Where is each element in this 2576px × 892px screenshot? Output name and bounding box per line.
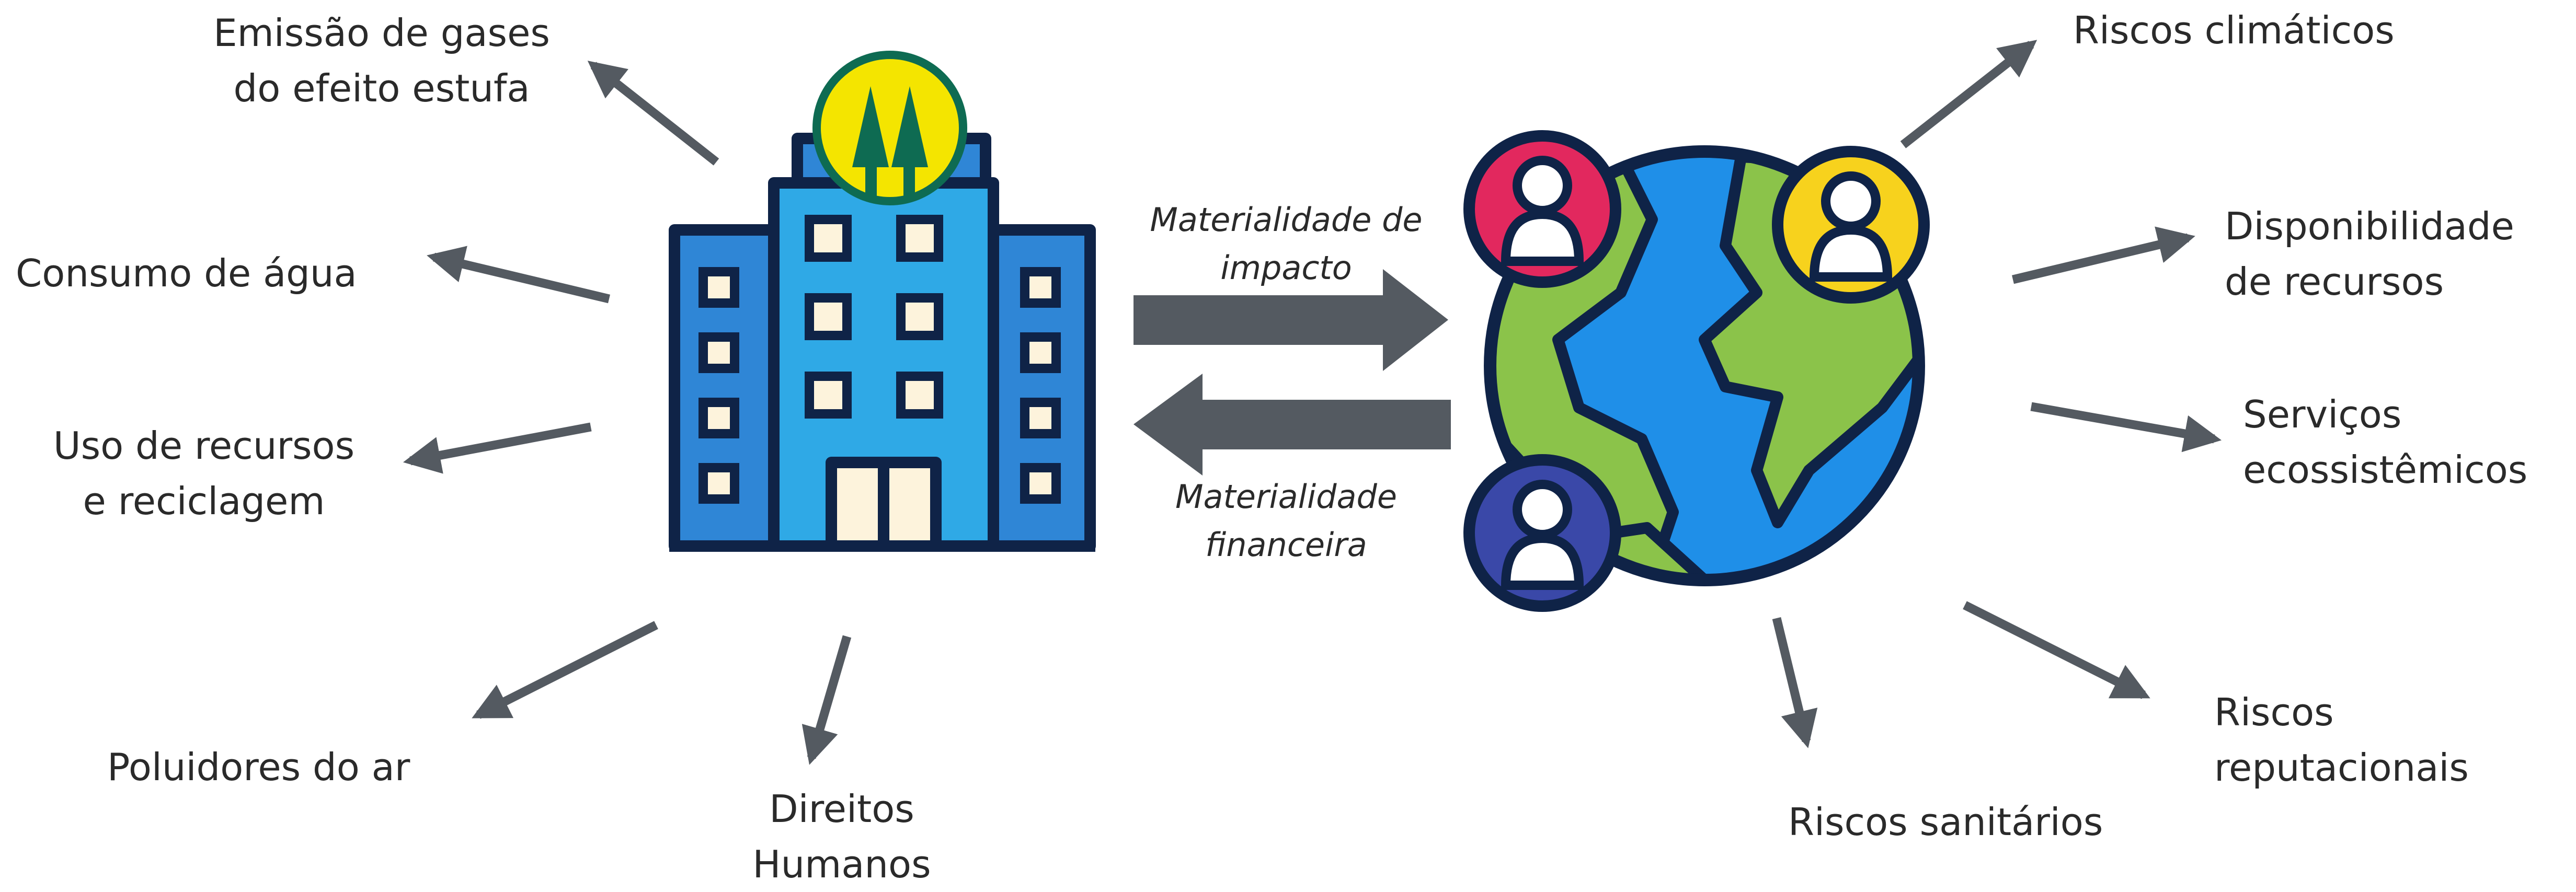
- label-availability-line2: de recursos: [2225, 260, 2444, 304]
- arrow-to-climate-risks: [1900, 40, 2037, 148]
- arrow-to-air: [472, 621, 658, 719]
- arrow-to-reputational: [1963, 601, 2150, 699]
- arrow-to-ghg: [587, 61, 719, 166]
- label-water-line1: Consumo de água: [16, 251, 357, 295]
- label-ecosystem-line1: Serviços: [2243, 392, 2402, 436]
- label-ecosystem-services: Serviços ecossistêmicos: [2243, 387, 2527, 497]
- label-availability-line1: Disponibilidade: [2225, 204, 2514, 248]
- label-air-line1: Poluidores do ar: [107, 745, 410, 789]
- label-resources-line1: Uso de recursos: [53, 424, 355, 468]
- arrow-to-sanitary: [1772, 617, 1818, 748]
- label-impact-line2: impacto: [1220, 249, 1352, 287]
- arrow-to-human-rights: [802, 635, 852, 765]
- arrow-financial-materiality: [1134, 374, 1451, 476]
- label-reputational-line2: reputacionais: [2214, 746, 2469, 790]
- label-reputational-line1: Riscos: [2214, 690, 2334, 734]
- arrow-impact-materiality: [1134, 269, 1448, 371]
- person-red-icon: [1463, 130, 1621, 288]
- label-ghg-line2: do efeito estufa: [233, 66, 530, 110]
- label-financial-materiality: Materialidade financeira: [1129, 473, 1443, 569]
- arrow-to-resources: [403, 422, 592, 474]
- arrow-to-water: [427, 246, 610, 304]
- building-windows: [699, 215, 1061, 504]
- label-climate-line1: Riscos climáticos: [2073, 8, 2395, 52]
- label-water-consumption: Consumo de água: [16, 246, 357, 301]
- label-air-pollutants: Poluidores do ar: [107, 739, 410, 795]
- label-ghg-emissions: Emissão de gases do efeito estufa: [173, 5, 591, 116]
- label-reputational-risks: Riscos reputacionais: [2214, 685, 2469, 795]
- arrow-to-ecosystem: [2030, 402, 2222, 453]
- label-resources-line2: e reciclagem: [83, 479, 325, 523]
- arrow-to-availability: [2012, 226, 2195, 284]
- globe-with-people-icon: [1463, 130, 1930, 612]
- label-ecosystem-line2: ecossistêmicos: [2243, 448, 2528, 492]
- label-impact-line1: Materialidade de: [1150, 201, 1423, 239]
- pine-trees-logo-icon: [812, 51, 967, 205]
- person-blue-icon: [1463, 454, 1621, 612]
- label-ghg-line1: Emissão de gases: [213, 11, 550, 55]
- label-human-rights-line1: Direitos: [769, 787, 914, 831]
- person-yellow-icon: [1772, 146, 1930, 304]
- label-sanitary-line1: Riscos sanitários: [1788, 800, 2103, 844]
- label-financial-line2: financeira: [1205, 526, 1367, 564]
- label-resource-availability: Disponibilidade de recursos: [2225, 199, 2514, 309]
- label-financial-line1: Materialidade: [1175, 478, 1397, 516]
- label-resource-use: Uso de recursos e reciclagem: [21, 418, 387, 529]
- label-climate-risks: Riscos climáticos: [2073, 3, 2395, 58]
- label-sanitary-risks: Riscos sanitários: [1788, 794, 2103, 850]
- label-impact-materiality: Materialidade de impacto: [1129, 196, 1443, 292]
